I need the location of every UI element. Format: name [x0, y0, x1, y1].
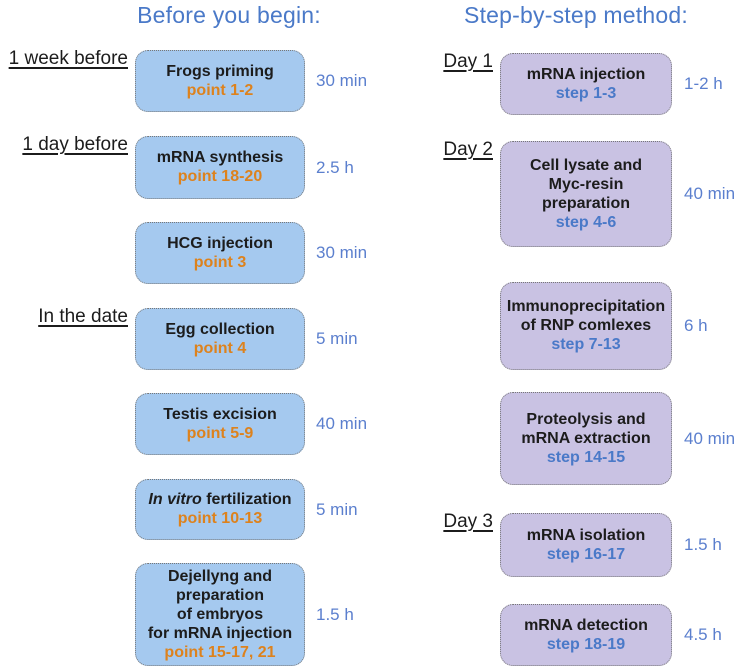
duration-label: 5 min — [316, 329, 358, 348]
step-points-range: point 18-20 — [177, 168, 263, 185]
step-points-range: point 1-2 — [186, 81, 254, 99]
step-title: mRNA synthesis — [156, 149, 284, 166]
duration-label: 30 min — [316, 243, 368, 262]
duration-label: 2.5 h — [316, 157, 354, 177]
step-steps-range: step 7-13 — [551, 336, 621, 353]
timeline-label-in-the-date: In the date — [38, 306, 128, 327]
step-steps-range: step 1-3 — [555, 84, 617, 102]
step-box-in-vitro-fertilization: In vitro fertilization point 10-13 — [135, 479, 305, 540]
step-box-testis-excision: Testis excision point 5-9 — [135, 393, 305, 455]
step-points-range: point 3 — [193, 253, 247, 271]
step-box-mrna-detection: mRNA detection step 18-19 — [500, 604, 672, 666]
duration-label: 1.5 h — [316, 604, 354, 624]
step-steps-range: step 16-17 — [546, 545, 626, 563]
step-box-hcg-injection: HCG injection point 3 — [135, 222, 305, 284]
duration-label: 1.5 h — [684, 535, 722, 554]
step-box-mrna-injection: mRNA injection step 1-3 — [500, 53, 672, 115]
timeline-label-day-2: Day 2 — [443, 139, 493, 160]
step-points-range: point 5-9 — [186, 424, 254, 442]
step-box-dejellyng: Dejellyng and preparation of embryos for… — [135, 563, 305, 666]
step-box-cell-lysate: Cell lysate and Myc-resin preparation st… — [500, 141, 672, 247]
step-box-egg-collection: Egg collection point 4 — [135, 308, 305, 370]
step-title: In vitro fertilization — [148, 490, 291, 509]
step-box-proteolysis: Proteolysis and mRNA extraction step 14-… — [500, 392, 672, 485]
step-title: HCG injection — [167, 234, 273, 252]
step-title: Dejellyng and preparation of embryos for… — [147, 567, 293, 642]
step-title: Immunoprecipitation of RNP comlexes — [506, 298, 666, 334]
duration-label: 4.5 h — [684, 625, 722, 644]
duration-label: 30 min — [316, 71, 368, 90]
duration-label: 5 min — [316, 499, 358, 519]
step-title: Proteolysis and mRNA extraction — [521, 410, 651, 447]
step-box-frogs-priming: Frogs priming point 1-2 — [135, 50, 305, 112]
method-column-header: Step-by-step method: — [464, 2, 688, 28]
duration-label: 6 h — [684, 316, 708, 335]
step-steps-range: step 18-19 — [546, 635, 626, 653]
step-title: Cell lysate and Myc-resin preparation — [529, 156, 643, 212]
timeline-label-1-day-before: 1 day before — [22, 134, 128, 155]
step-box-immunoprecipitation: Immunoprecipitation of RNP comlexes step… — [500, 282, 672, 370]
step-points-range: point 10-13 — [177, 510, 263, 527]
duration-label: 40 min — [684, 184, 736, 203]
step-title: mRNA isolation — [526, 526, 646, 544]
step-title: Testis excision — [163, 405, 277, 423]
step-title-rest: fertilization — [206, 491, 292, 508]
step-title-italic-part: In vitro — [148, 491, 202, 508]
duration-label: 40 min — [684, 428, 736, 448]
step-title: Egg collection — [165, 320, 275, 338]
step-points-range: point 4 — [193, 339, 247, 357]
duration-label: 40 min — [316, 414, 368, 433]
step-points-range: point 15-17, 21 — [164, 643, 276, 661]
duration-label: 1-2 h — [684, 74, 723, 93]
timeline-label-day-3: Day 3 — [443, 511, 493, 532]
step-box-mrna-isolation: mRNA isolation step 16-17 — [500, 513, 672, 577]
timeline-label-day-1: Day 1 — [443, 51, 493, 72]
step-title: Frogs priming — [166, 62, 274, 80]
step-title: mRNA detection — [524, 616, 648, 634]
step-steps-range: step 14-15 — [546, 448, 626, 466]
step-box-mrna-synthesis: mRNA synthesis point 18-20 — [135, 136, 305, 199]
step-steps-range: step 4-6 — [555, 213, 617, 231]
before-column-header: Before you begin: — [137, 2, 321, 28]
timeline-label-1-week-before: 1 week before — [8, 48, 128, 69]
step-title: mRNA injection — [526, 65, 646, 83]
